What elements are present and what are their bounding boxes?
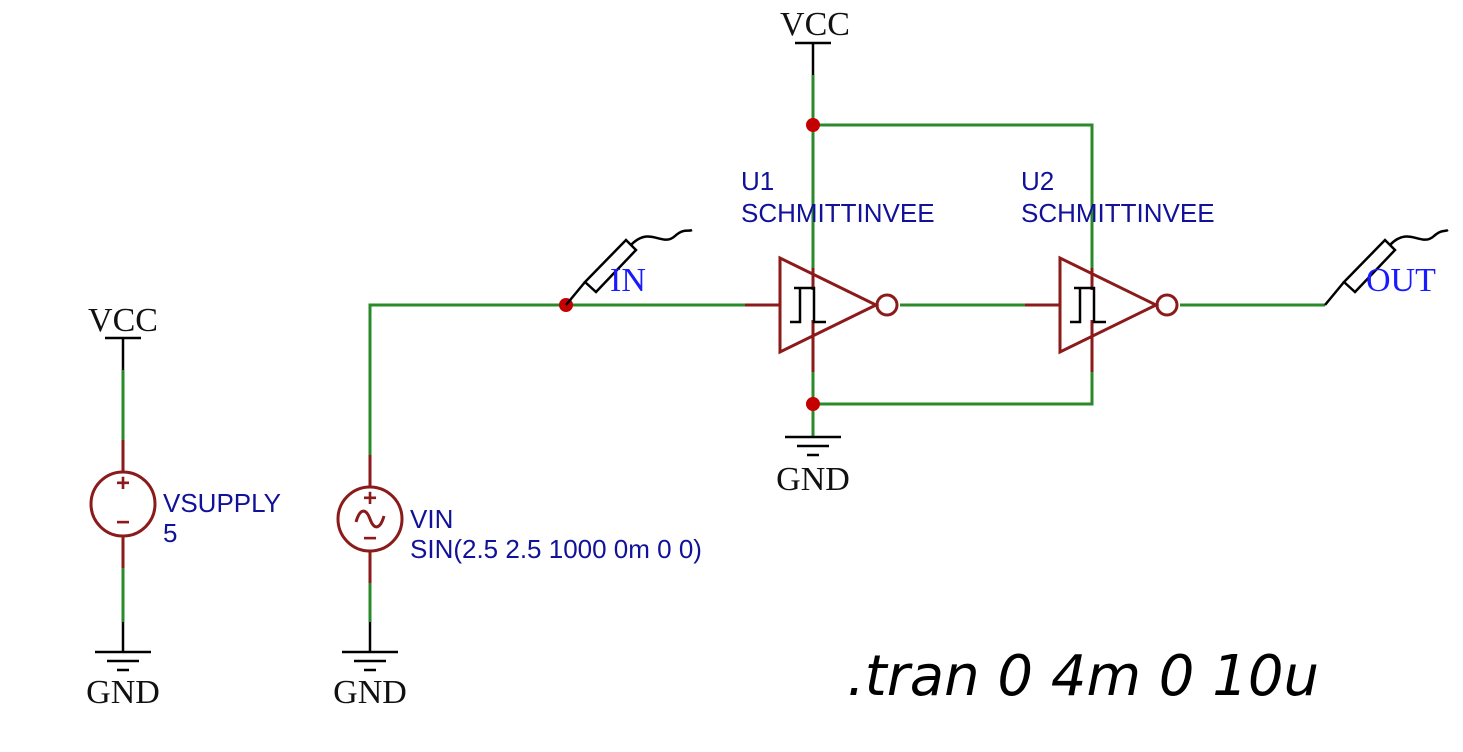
u1-ref: U1 — [741, 166, 774, 196]
probe-out[interactable]: OUT — [1324, 228, 1449, 306]
vsupply-minus-sign: − — [116, 509, 130, 536]
vcc-symbol-top[interactable]: VCC — [780, 6, 850, 75]
gnd-vin-label: GND — [333, 674, 407, 711]
u1-hysteresis-icon — [790, 286, 826, 324]
u2-hysteresis-icon — [1070, 286, 1106, 324]
vin-value: SIN(2.5 2.5 1000 0m 0 0) — [410, 534, 702, 564]
vcc-symbol-left[interactable]: VCC — [88, 302, 158, 370]
vsupply-body — [89, 470, 157, 538]
probe-in-label: IN — [610, 262, 646, 299]
spice-directive[interactable]: .tran 0 4m 0 10u — [847, 644, 1319, 709]
wire-vcc-rail[interactable] — [811, 75, 1094, 268]
probe-in[interactable]: IN — [565, 228, 693, 306]
vsupply-ref: VSUPPLY — [163, 488, 281, 518]
vsupply-plus-sign: + — [116, 470, 130, 497]
gnd-vsupply-label: GND — [86, 674, 160, 711]
gnd-symbol-center[interactable]: GND — [776, 435, 850, 498]
u2-schmitt-inverter[interactable]: U2 SCHMITTINVEE — [1021, 166, 1215, 372]
probe-out-label: OUT — [1366, 262, 1436, 299]
vin-ref: VIN — [410, 504, 453, 534]
wire-in-net[interactable] — [368, 303, 745, 455]
gnd-symbol-vin[interactable]: GND — [333, 622, 407, 711]
u1-schmitt-inverter[interactable]: U1 SCHMITTINVEE — [741, 166, 935, 372]
sine-wave-icon — [354, 509, 386, 529]
probe-cable-icon — [1389, 228, 1449, 246]
u2-ref: U2 — [1021, 166, 1054, 196]
junction-vcc — [806, 118, 820, 132]
probe-cable-icon — [630, 228, 693, 246]
u1-inversion-bubble — [875, 293, 899, 317]
vsupply-value: 5 — [163, 518, 177, 548]
vin-plus-sign: + — [363, 485, 377, 512]
vin-sine-source[interactable]: + − VIN SIN(2.5 2.5 1000 0m 0 0) — [336, 455, 702, 583]
u1-value: SCHMITTINVEE — [741, 198, 935, 228]
vcc-left-label: VCC — [88, 302, 158, 339]
u2-inversion-bubble — [1155, 293, 1179, 317]
probe-body-icon — [1342, 238, 1397, 294]
u2-triangle — [1058, 255, 1160, 355]
probe-tip — [1324, 281, 1345, 306]
wires — [121, 75, 1325, 622]
vsupply-dc-source[interactable]: + − VSUPPLY 5 — [89, 440, 281, 568]
u2-value: SCHMITTINVEE — [1021, 198, 1215, 228]
vcc-top-label: VCC — [780, 6, 850, 43]
probe-body-icon — [583, 238, 638, 294]
junction-gnd — [806, 397, 820, 411]
wire-gnd-rail[interactable] — [813, 372, 1094, 406]
gnd-center-label: GND — [776, 461, 850, 498]
probe-tip — [565, 281, 586, 306]
u1-triangle — [778, 255, 880, 355]
vin-body — [336, 485, 404, 553]
gnd-symbol-vsupply[interactable]: GND — [86, 622, 160, 711]
vin-minus-sign: − — [363, 525, 377, 552]
